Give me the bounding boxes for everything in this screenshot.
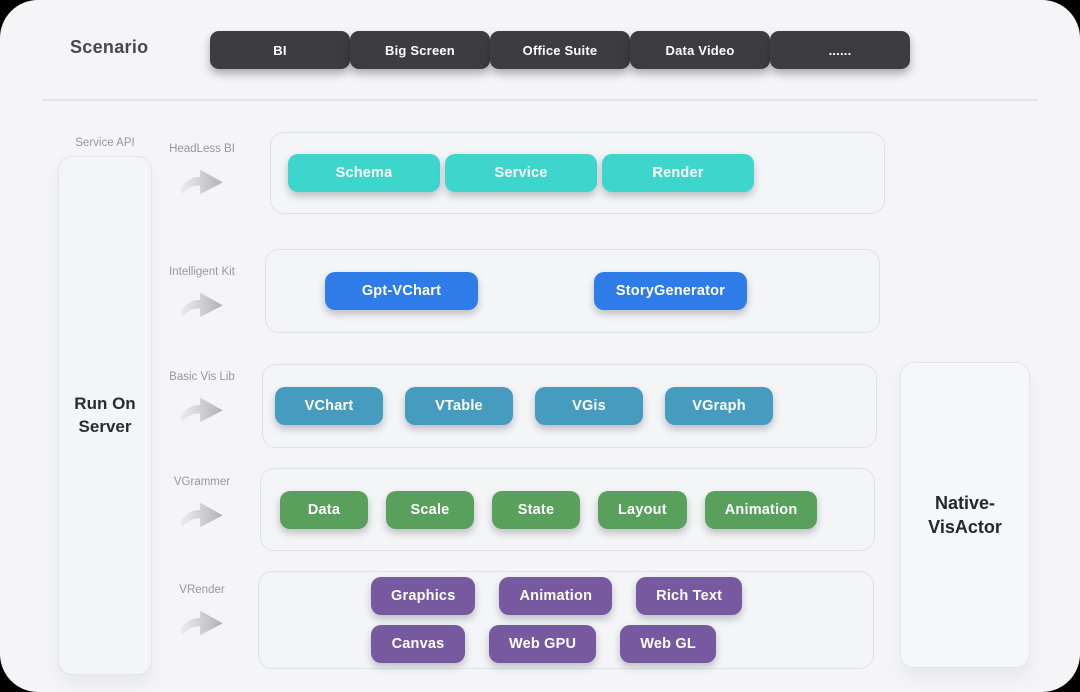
native-visactor-label: Native-VisActor bbox=[928, 492, 1002, 537]
scenario-chip-bi[interactable]: BI bbox=[210, 31, 350, 69]
right-arrow-icon bbox=[180, 502, 223, 528]
headless-bi-chip-schema[interactable]: Schema bbox=[288, 154, 440, 192]
basic-vis-lib-chip-vchart[interactable]: VChart bbox=[275, 387, 383, 425]
headless-bi-chip-render[interactable]: Render bbox=[602, 154, 754, 192]
headless-bi-chip-service[interactable]: Service bbox=[445, 154, 597, 192]
native-visactor-box: Native-VisActor bbox=[900, 362, 1030, 668]
vrender-chip-animation[interactable]: Animation bbox=[499, 577, 613, 615]
basic-vis-lib-chip-vtable[interactable]: VTable bbox=[405, 387, 513, 425]
layer-container-vgrammer: Data Scale State Layout Animation bbox=[260, 468, 875, 551]
scenario-chip-office-suite[interactable]: Office Suite bbox=[490, 31, 630, 69]
vrender-chip-canvas[interactable]: Canvas bbox=[371, 625, 465, 663]
intelligent-kit-chip-storygenerator[interactable]: StoryGenerator bbox=[594, 272, 747, 310]
scenario-label: Scenario bbox=[70, 37, 149, 57]
layer-label-headless-bi: HeadLess BI bbox=[157, 143, 247, 197]
vgrammer-chip-layout[interactable]: Layout bbox=[598, 490, 687, 529]
basic-vis-lib-chip-vgis[interactable]: VGis bbox=[535, 387, 643, 425]
vrender-chip-web-gpu[interactable]: Web GPU bbox=[489, 625, 597, 663]
basic-vis-lib-chip-vgraph[interactable]: VGraph bbox=[665, 387, 773, 425]
service-api-label: Service API bbox=[75, 137, 135, 149]
header-divider bbox=[42, 99, 1038, 101]
vrender-chip-web-gl[interactable]: Web GL bbox=[620, 625, 716, 663]
vrender-chip-rich-text[interactable]: Rich Text bbox=[636, 577, 743, 615]
layer-label-vrender: VRender bbox=[157, 584, 247, 638]
right-arrow-icon bbox=[180, 169, 223, 195]
right-arrow-icon bbox=[180, 610, 223, 636]
scenario-chip-data-video[interactable]: Data Video bbox=[630, 31, 770, 69]
layer-container-intelligent-kit: Gpt-VChart StoryGenerator bbox=[265, 249, 880, 333]
scenario-chip-big-screen[interactable]: Big Screen bbox=[350, 31, 490, 69]
vgrammer-chip-animation[interactable]: Animation bbox=[704, 490, 818, 529]
right-arrow-icon bbox=[180, 397, 223, 423]
vrender-chip-graphics[interactable]: Graphics bbox=[371, 577, 476, 615]
scenario-chip-ellipsis[interactable]: ...... bbox=[770, 31, 910, 69]
vgrammer-chip-scale[interactable]: Scale bbox=[386, 490, 474, 529]
layer-container-basic-vis-lib: VChart VTable VGis VGraph bbox=[262, 364, 877, 448]
vgrammer-chip-state[interactable]: State bbox=[492, 490, 580, 529]
intelligent-kit-chip-gpt-vchart[interactable]: Gpt-VChart bbox=[325, 272, 478, 310]
run-on-server-box: Run On Server bbox=[58, 156, 152, 675]
run-on-server-label: Run On Server bbox=[74, 394, 136, 436]
layer-label-basic-vis-lib: Basic Vis Lib bbox=[157, 371, 247, 425]
right-arrow-icon bbox=[180, 292, 223, 318]
layer-label-vgrammer: VGrammer bbox=[157, 476, 247, 530]
layer-label-intelligent-kit: Intelligent Kit bbox=[157, 266, 247, 320]
vgrammer-chip-data[interactable]: Data bbox=[280, 490, 368, 529]
